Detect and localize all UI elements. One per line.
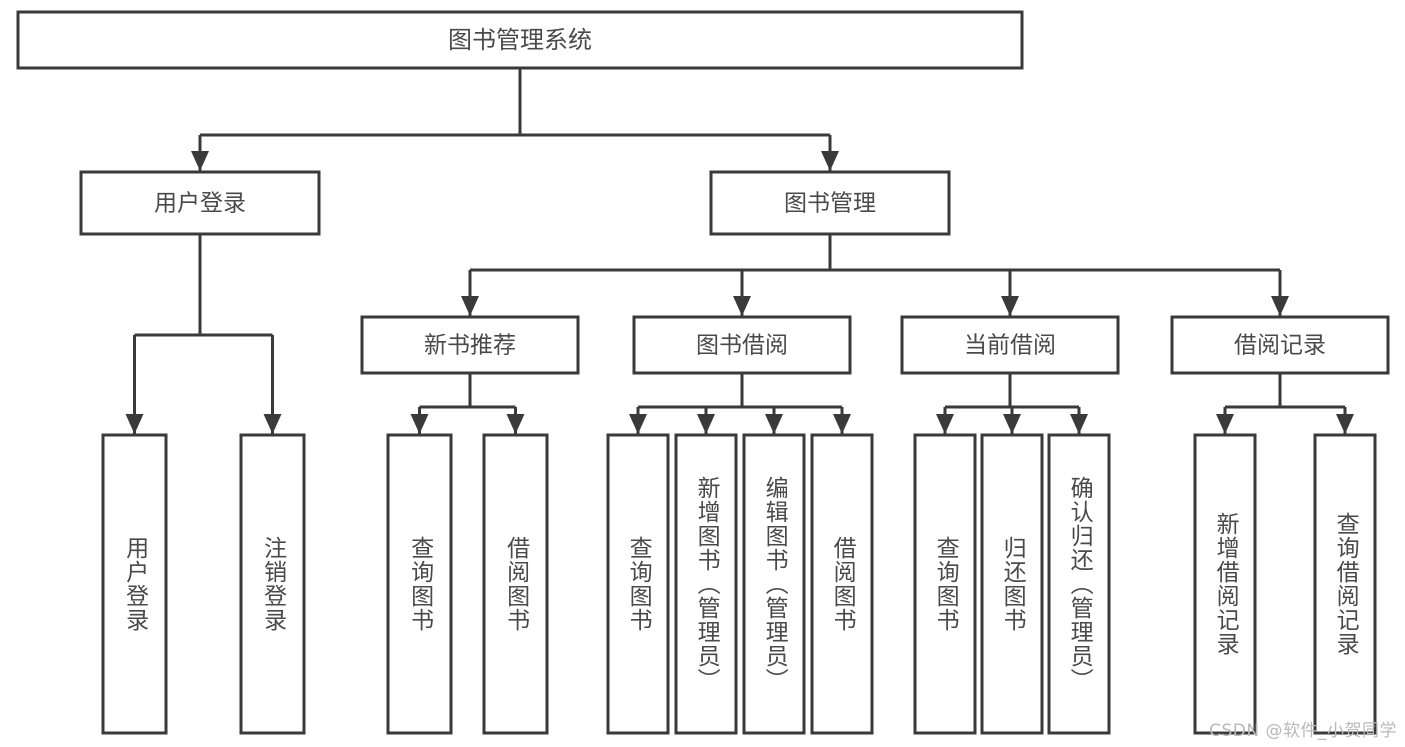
arrow-head-icon-borrow-book-1 — [506, 414, 525, 434]
node-label-borrow-records: 借阅记录 — [1234, 333, 1326, 359]
arrow-head-icon-query-book-3 — [936, 414, 954, 434]
watermark-text: CSDN @软件_小贺同学 — [1209, 721, 1397, 741]
node-label-new-book-recommend: 新书推荐 — [424, 333, 516, 359]
leaf-box-query-borrow-record[interactable] — [1313, 433, 1377, 735]
node-box-user-login[interactable] — [79, 170, 321, 236]
node-box-new-book-recommend[interactable] — [360, 315, 580, 375]
arrow-head-icon-new-book-recommend — [461, 296, 479, 316]
node-label-user-login: 用户登录 — [154, 191, 246, 217]
arrow-head-icon-add-borrow-record — [1216, 414, 1234, 434]
leaf-box-borrow-book-2[interactable] — [810, 433, 874, 735]
leaf-box-return-book[interactable] — [980, 433, 1044, 735]
arrow-head-icon-add-book-admin — [697, 414, 715, 434]
arrow-head-icon-book-management — [821, 151, 839, 171]
arrow-head-icon-query-book-1 — [410, 414, 429, 434]
leaf-box-query-book-2[interactable] — [606, 433, 670, 735]
arrow-head-icon-user-login-do — [125, 414, 144, 434]
leaf-box-query-book-1[interactable] — [386, 433, 453, 735]
arrow-head-icon-return-book — [1003, 414, 1021, 434]
arrow-head-icon-user-login — [191, 151, 209, 171]
connectors-layer — [125, 68, 1354, 434]
boxes-layer — [16, 10, 1390, 735]
arrow-head-icon-book-borrow — [733, 296, 751, 316]
leaf-box-user-logout[interactable] — [239, 433, 306, 735]
node-box-book-borrow[interactable] — [632, 315, 852, 375]
node-box-book-management[interactable] — [709, 170, 951, 236]
arrow-head-icon-query-borrow-record — [1336, 414, 1354, 434]
arrow-head-icon-borrow-records — [1271, 296, 1289, 316]
arrow-head-icon-query-book-2 — [629, 414, 647, 434]
arrow-head-icon-user-logout — [263, 414, 282, 434]
node-label-current-borrow: 当前借阅 — [964, 333, 1056, 359]
arrow-head-icon-current-borrow — [1001, 296, 1019, 316]
node-label-book-borrow: 图书借阅 — [696, 333, 788, 359]
arrow-head-icon-borrow-book-2 — [833, 414, 851, 434]
node-label-book-management: 图书管理 — [784, 191, 876, 217]
node-box-root[interactable] — [16, 10, 1024, 70]
leaf-box-user-login-do[interactable] — [101, 433, 168, 735]
node-box-current-borrow[interactable] — [900, 315, 1120, 375]
leaf-box-confirm-return-admin[interactable] — [1047, 433, 1111, 735]
node-box-borrow-records[interactable] — [1170, 315, 1390, 375]
leaf-box-query-book-3[interactable] — [913, 433, 977, 735]
leaf-box-borrow-book-1[interactable] — [482, 433, 549, 735]
arrow-head-icon-edit-book-admin — [765, 414, 783, 434]
leaf-box-edit-book-admin[interactable] — [742, 433, 806, 735]
arrow-head-icon-confirm-return-admin — [1070, 414, 1088, 434]
leaf-box-add-borrow-record[interactable] — [1193, 433, 1257, 735]
leaf-box-add-book-admin[interactable] — [674, 433, 738, 735]
node-label-root: 图书管理系统 — [448, 26, 592, 54]
